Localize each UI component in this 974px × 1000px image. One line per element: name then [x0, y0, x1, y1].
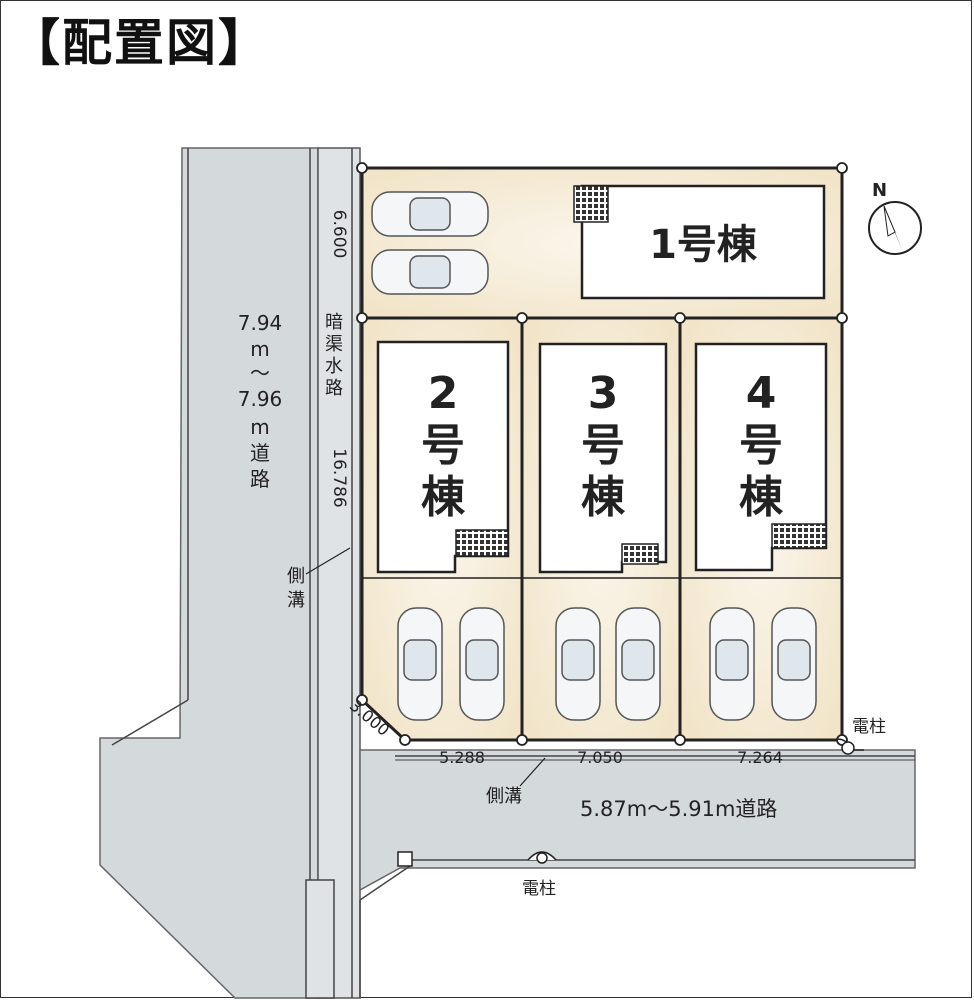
building-3-number: 3: [588, 368, 619, 419]
left-road-label: 7.94 m ～ 7.96 m 道 路: [238, 311, 283, 491]
dimension-7050: 7.050: [577, 748, 623, 767]
utility-pole-label-right: 電柱: [852, 717, 886, 737]
svg-text:溝: 溝: [287, 590, 305, 611]
building-4-to: 棟: [739, 472, 784, 523]
side-ditch-label-left: 側 溝: [287, 566, 305, 611]
north-compass: [868, 201, 922, 255]
dimension-7264: 7.264: [737, 748, 783, 767]
dimension-16786: 16.786: [329, 448, 349, 507]
svg-text:側: 側: [287, 566, 305, 587]
left-road: [99, 147, 319, 999]
dimension-5288: 5.288: [439, 748, 485, 767]
building-1-label: 1号棟: [649, 222, 758, 268]
utility-pole-label-bottom: 電柱: [522, 879, 556, 899]
svg-text:～: ～: [250, 361, 270, 385]
svg-text:m: m: [250, 415, 269, 439]
building-2-go: 号: [421, 420, 465, 471]
underground-channel: [317, 147, 361, 999]
building-4-entry: [771, 523, 827, 549]
dimension-6600: 6.600: [329, 210, 349, 259]
side-ditch-label-bottom: 側溝: [486, 786, 522, 807]
svg-text:路: 路: [250, 467, 270, 491]
building-2-number: 2: [428, 368, 459, 419]
page-title: 【配置図】: [10, 14, 270, 72]
svg-text:水: 水: [325, 356, 343, 377]
svg-text:7.94: 7.94: [238, 311, 283, 335]
building-2: [376, 340, 510, 574]
building-4-number: 4: [746, 368, 777, 419]
meter-box: [397, 851, 413, 867]
bottom-road-label: 5.87m～5.91m道路: [580, 797, 777, 821]
svg-text:路: 路: [325, 378, 343, 399]
channel-label: 暗 渠 水 路: [325, 312, 343, 399]
building-4-go: 号: [739, 420, 783, 471]
building-2-to: 棟: [421, 472, 466, 523]
building-1: [580, 184, 826, 300]
parking-cars: [371, 191, 817, 721]
svg-text:7.96: 7.96: [238, 387, 283, 411]
utility-pole-bottom: [527, 851, 557, 864]
svg-text:m: m: [250, 337, 269, 361]
compass-label: N: [872, 180, 887, 201]
utility-pole-right: [831, 738, 864, 755]
bottom-road: [359, 749, 916, 892]
svg-text:暗: 暗: [325, 312, 343, 333]
building-2-entry: [455, 529, 509, 557]
building-3-to: 棟: [581, 472, 626, 523]
svg-text:渠: 渠: [325, 334, 343, 355]
building-1-entry: [573, 185, 609, 223]
building-3-go: 号: [581, 420, 625, 471]
building-3-entry: [621, 543, 659, 565]
svg-text:道: 道: [250, 441, 270, 465]
